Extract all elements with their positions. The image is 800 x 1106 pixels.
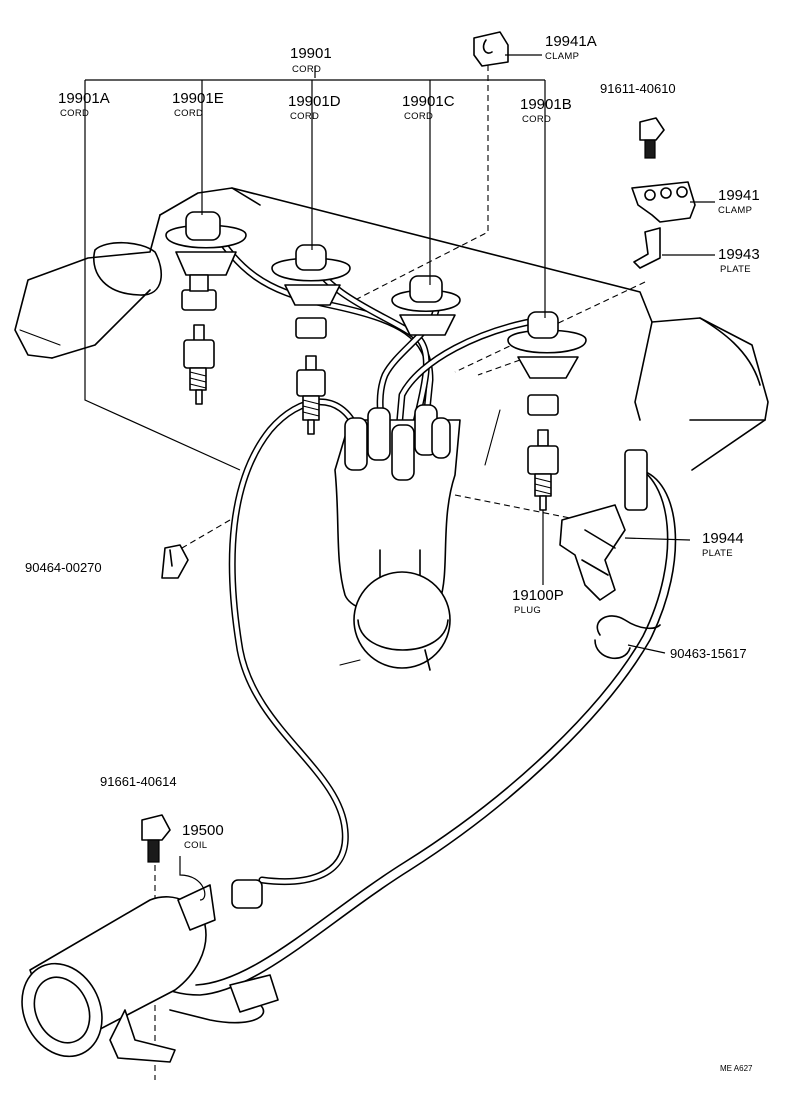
plug-cap-c xyxy=(391,275,461,336)
callout-19943-name: PLATE xyxy=(720,264,751,275)
callout-19901-part: 19901 xyxy=(290,45,332,62)
engine-head-outline xyxy=(14,187,769,666)
callout-19944-name: PLATE xyxy=(702,548,733,559)
callout-19901d: 19901D CORD xyxy=(288,93,341,122)
plug-cap-b xyxy=(507,311,587,416)
callout-19901e-name: CORD xyxy=(174,108,203,119)
callout-19901c-name: CORD xyxy=(404,111,433,122)
clamp-90463-15617 xyxy=(594,615,661,660)
callout-19901b-name: CORD xyxy=(522,114,551,125)
callout-19901e: 19901E CORD xyxy=(172,90,224,119)
callout-19941-part: 19941 xyxy=(718,187,760,204)
callout-19901d-part: 19901D xyxy=(288,93,341,110)
plate-19944 xyxy=(559,449,648,601)
clip-90464-00270 xyxy=(161,544,189,579)
callout-19944-part: 19944 xyxy=(702,530,744,547)
callout-19100p-part: 19100P xyxy=(512,587,564,604)
callout-19901-name: CORD xyxy=(292,64,321,75)
callout-91661-40614-part: 91661-40614 xyxy=(100,774,177,789)
callout-19500-part: 19500 xyxy=(182,822,224,839)
callout-19500: 19500 COIL xyxy=(182,822,224,851)
plug-cap-d xyxy=(271,244,351,339)
callout-19944: 19944 PLATE xyxy=(702,530,744,559)
callout-19901e-part: 19901E xyxy=(172,90,224,107)
callout-19901b: 19901B CORD xyxy=(520,96,572,125)
callout-19943: 19943 PLATE xyxy=(718,246,760,275)
callout-90464-00270-part: 90464-00270 xyxy=(25,560,102,575)
callout-19901a: 19901A CORD xyxy=(58,90,110,119)
callout-19943-part: 19943 xyxy=(718,246,760,263)
leader-lines xyxy=(84,54,715,901)
callout-19901a-name: CORD xyxy=(60,108,89,119)
callout-19901c-part: 19901C xyxy=(402,93,455,110)
figure-code: ME A627 xyxy=(720,1064,753,1073)
callout-19901: 19901 CORD xyxy=(290,45,332,75)
callout-19100p-name: PLUG xyxy=(514,605,541,616)
callout-19941a-name: CLAMP xyxy=(545,51,579,62)
callout-19901d-name: CORD xyxy=(290,111,319,122)
callout-19941a: 19941A CLAMP xyxy=(545,33,597,62)
callout-19941-name: CLAMP xyxy=(718,205,752,216)
spark-plug-e xyxy=(183,324,215,405)
callout-19500-name: COIL xyxy=(184,840,207,851)
callout-19901c: 19901C CORD xyxy=(402,93,455,122)
callout-90464-00270: 90464-00270 xyxy=(25,560,102,575)
callout-19941a-part: 19941A xyxy=(545,33,597,50)
callout-90463-15617-part: 90463-15617 xyxy=(670,646,747,661)
spark-plug-d xyxy=(296,355,326,435)
plug-cap-e xyxy=(165,211,247,311)
callout-19901b-part: 19901B xyxy=(520,96,572,113)
callout-91661-40614: 91661-40614 xyxy=(100,774,177,789)
bolt-91611-40610 xyxy=(639,117,665,159)
clamp-19941 xyxy=(631,181,696,223)
clamp-19941a xyxy=(473,31,509,67)
distributor xyxy=(334,404,461,671)
bolt-91661-40614 xyxy=(141,814,171,863)
callout-19100p: 19100P PLUG xyxy=(512,587,564,616)
callout-19901a-part: 19901A xyxy=(58,90,110,107)
callout-91611-40610-part: 91611-40610 xyxy=(600,81,676,96)
plate-19943 xyxy=(633,227,661,269)
ignition-coil xyxy=(21,879,279,1063)
callout-91611-40610: 91611-40610 xyxy=(600,81,676,96)
callout-19941: 19941 CLAMP xyxy=(718,187,760,216)
spark-plug-b xyxy=(527,429,559,511)
callout-90463-15617: 90463-15617 xyxy=(670,646,747,661)
